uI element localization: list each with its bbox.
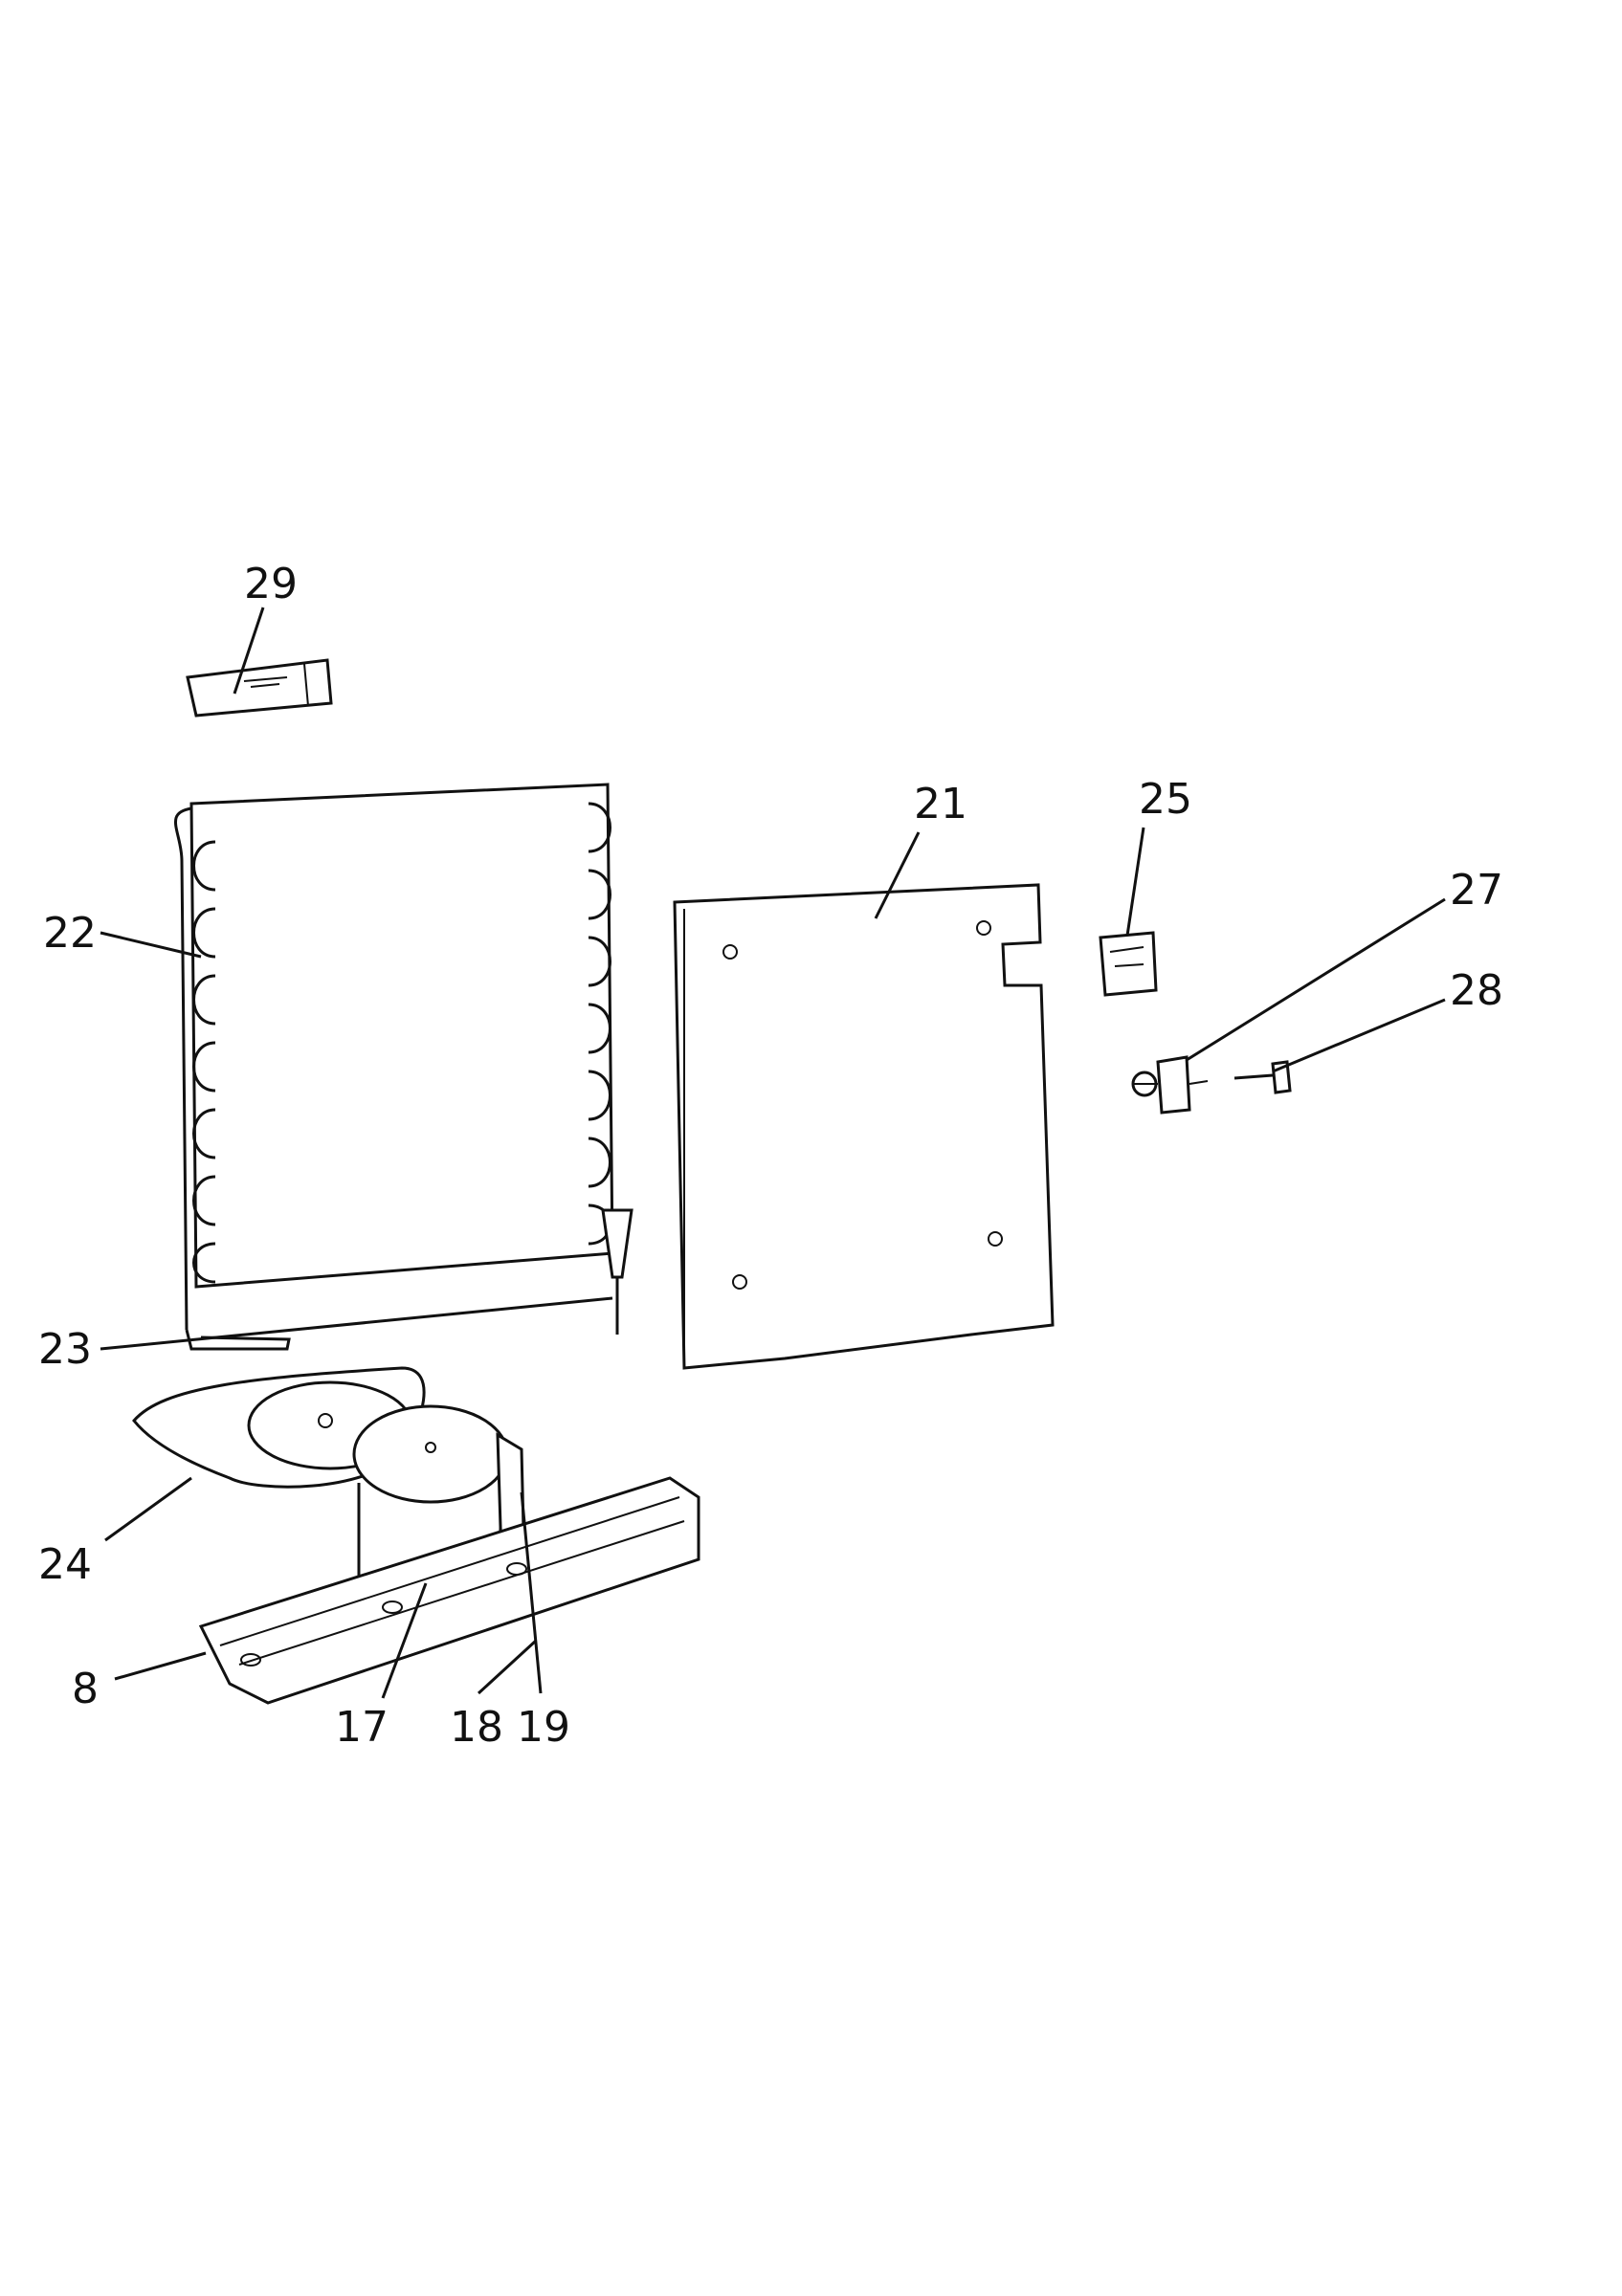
callout-labels: 29 22 23 21 25 27 28 24 8 17 18 19 [38,560,1503,1752]
callout-21: 21 [914,780,967,828]
callout-23: 23 [38,1325,92,1374]
callout-18: 18 [450,1703,503,1752]
relay-part-25 [1099,931,1158,997]
callout-25: 25 [1139,775,1192,824]
callout-17: 17 [335,1703,389,1752]
callout-22: 22 [43,909,97,958]
bracket-part-29 [186,658,333,718]
condenser-part-22 [174,783,633,1335]
callout-28: 28 [1450,966,1503,1015]
callout-24: 24 [38,1540,92,1589]
fan-tray-part-24 [132,1366,426,1489]
callout-8: 8 [72,1665,99,1713]
panel-part-21 [673,883,1055,1370]
base-rail-part-18 [198,1476,700,1705]
callout-19: 19 [517,1703,570,1752]
connector-part-27 [1131,1055,1209,1115]
callout-29: 29 [244,560,298,608]
callout-27: 27 [1450,866,1503,915]
leader-lines [100,607,1446,1699]
tube-part-23 [185,1329,291,1351]
